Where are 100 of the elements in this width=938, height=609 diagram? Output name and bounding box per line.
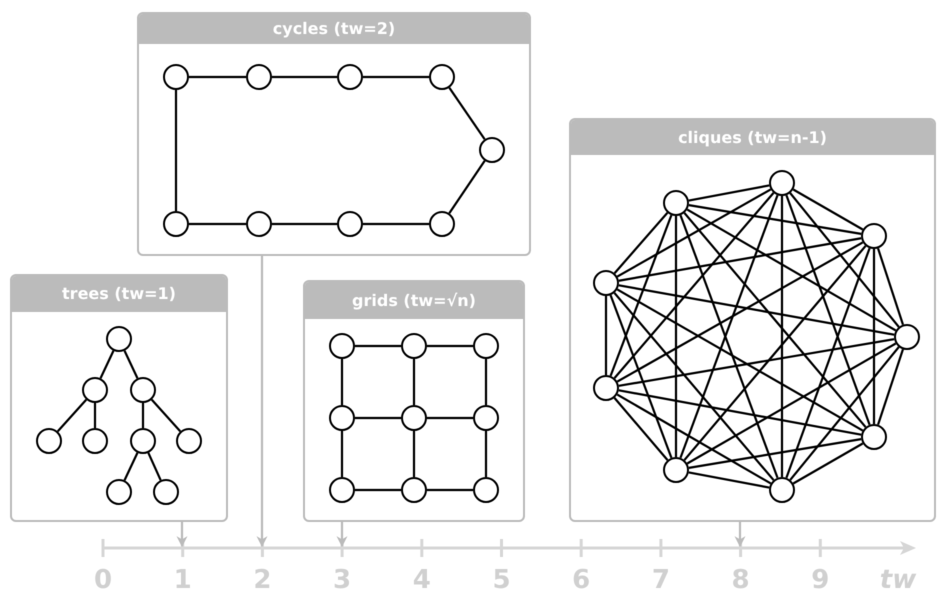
graph-edge	[355, 488, 401, 492]
vertex-circle	[153, 479, 179, 505]
graph-edge	[100, 350, 114, 379]
graph-edge	[614, 212, 668, 274]
graph-edge	[618, 284, 894, 336]
graph-edge	[614, 192, 774, 379]
vertex-circle	[401, 477, 427, 503]
graph-edge	[427, 416, 473, 420]
graph-edge	[355, 416, 401, 420]
graph-edge	[412, 359, 416, 405]
vertex-circle	[429, 64, 455, 90]
vertex-circle	[337, 211, 363, 237]
vertex-circle	[36, 428, 62, 454]
arrow	[256, 256, 268, 548]
vertex-circle	[130, 428, 156, 454]
panel-title: grids (tw=√n)	[305, 282, 523, 319]
graph-panel	[137, 12, 531, 256]
vertex-circle	[894, 324, 920, 350]
graph-edge	[780, 196, 784, 477]
vertex-circle	[163, 64, 189, 90]
graph-edge	[789, 346, 900, 481]
graph-edge	[147, 452, 162, 481]
vertex-circle	[163, 211, 189, 237]
graph-edge	[174, 90, 178, 211]
graph-edge	[142, 403, 144, 428]
graph-edge	[614, 397, 668, 461]
graph-edge	[686, 342, 896, 464]
graph-edge	[412, 431, 416, 477]
graph-edge	[124, 350, 138, 379]
panel-title: cycles (tw=2)	[139, 14, 529, 44]
arrow	[336, 522, 348, 548]
graph-edge	[688, 438, 862, 469]
graph-edge	[427, 488, 473, 492]
vertex-circle	[769, 477, 795, 503]
vertex-circle	[401, 405, 427, 431]
graph-edge	[363, 222, 429, 226]
vertex-circle	[429, 211, 455, 237]
graph-edge	[427, 344, 473, 348]
vertex-circle	[82, 377, 108, 403]
vertex-circle	[663, 457, 689, 483]
graph-edge	[616, 394, 772, 484]
graph-edge	[272, 76, 337, 78]
graph-edge	[56, 398, 88, 432]
panel-title: cliques (tw=n-1)	[571, 120, 934, 155]
vertex-circle	[769, 170, 795, 196]
vertex-circle	[106, 479, 132, 505]
vertex-circle	[130, 377, 156, 403]
graph-edge	[189, 76, 246, 78]
graph-edge	[340, 359, 344, 405]
graph-edge	[792, 442, 864, 484]
graph-edge	[272, 222, 337, 226]
vertex-circle	[593, 270, 619, 296]
vertex-circle	[401, 333, 427, 359]
graph-edge	[684, 212, 866, 428]
graph-edge	[363, 76, 429, 78]
graph-edge	[484, 359, 488, 405]
vertex-circle	[329, 333, 355, 359]
graph-edge	[674, 216, 678, 457]
graph-panel	[303, 280, 525, 522]
graph-edge	[618, 237, 862, 282]
arrow	[734, 522, 746, 548]
graph-edge	[686, 208, 896, 332]
graph-edge	[618, 389, 862, 436]
graph-edge	[614, 292, 774, 481]
graph-edge	[150, 398, 182, 432]
graph-edge	[616, 188, 772, 278]
graph-edge	[684, 245, 866, 461]
graph-edge	[688, 184, 770, 202]
graph-edge	[355, 344, 401, 348]
graph-edge	[448, 160, 486, 214]
graph-edge	[616, 241, 864, 383]
graph-edge	[618, 338, 894, 387]
graph-edge	[877, 349, 904, 425]
graph-edge	[484, 431, 488, 477]
graph-panel	[10, 274, 228, 522]
vertex-circle	[176, 428, 202, 454]
vertex-circle	[246, 211, 272, 237]
graph-edge	[792, 188, 864, 230]
graph-edge	[189, 222, 246, 226]
vertex-circle	[246, 64, 272, 90]
graph-edge	[340, 431, 344, 477]
graph-edge	[610, 294, 672, 458]
vertex-circle	[861, 424, 887, 450]
graph-edge	[94, 403, 96, 428]
vertex-circle	[82, 428, 108, 454]
vertex-circle	[329, 477, 355, 503]
graph-edge	[789, 192, 900, 328]
panel-title: trees (tw=1)	[12, 276, 226, 312]
vertex-circle	[663, 190, 689, 216]
graph-edge	[876, 248, 904, 325]
vertex-circle	[473, 405, 499, 431]
graph-edge	[872, 249, 876, 424]
graph-edge	[785, 248, 871, 478]
arrow	[176, 522, 188, 548]
graph-edge	[785, 194, 871, 426]
graph-edge	[124, 452, 138, 481]
vertex-circle	[329, 405, 355, 431]
vertex-circle	[593, 375, 619, 401]
graph-panel	[569, 118, 936, 522]
vertex-circle	[861, 223, 887, 249]
